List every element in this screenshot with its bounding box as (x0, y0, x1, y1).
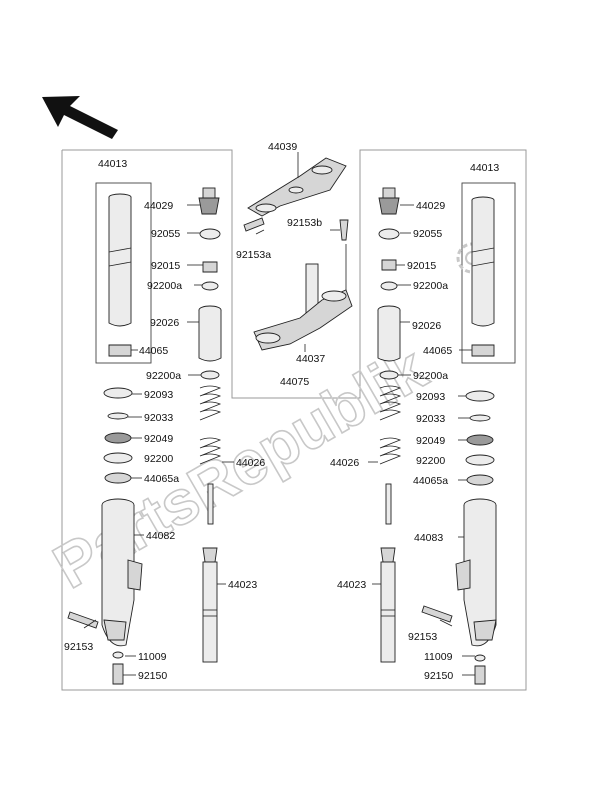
label-92033-right: 92033 (416, 413, 445, 425)
label-44065a-left: 44065a (144, 473, 179, 485)
right-spring (379, 385, 402, 465)
label-44065-right: 44065 (423, 345, 452, 357)
left-spacer (198, 305, 222, 362)
label-44013-left: 44013 (98, 158, 127, 170)
label-92200a-top-left: 92200a (147, 280, 182, 292)
label-92015-left: 92015 (151, 260, 180, 272)
label-92033-left: 92033 (144, 412, 173, 424)
label-44013-right: 44013 (470, 162, 499, 174)
right-washer-mid (379, 370, 399, 380)
lower-triple-clamp (253, 263, 353, 351)
right-gasket (474, 654, 486, 662)
label-92026-right: 92026 (412, 320, 441, 332)
label-92055-left: 92055 (151, 228, 180, 240)
label-44083: 44083 (414, 532, 443, 544)
upper-triple-clamp (247, 157, 347, 217)
label-44023-left: 44023 (228, 579, 257, 591)
leader-lines (83, 152, 475, 676)
label-44026-right: 44026 (330, 457, 359, 469)
label-92200-right: 92200 (416, 455, 445, 467)
label-11009-left: 11009 (138, 651, 167, 663)
label-92055-right: 92055 (413, 228, 442, 240)
label-44029-right: 44029 (416, 200, 445, 212)
left-washer-top (201, 281, 219, 291)
left-bolt-92150 (112, 663, 124, 685)
left-inner-tube-box (95, 182, 152, 364)
right-bush-44065a (466, 474, 494, 486)
label-92200a-mid-right: 92200a (413, 370, 448, 382)
right-dust-seal (465, 390, 495, 402)
left-oil-seal (104, 432, 132, 444)
label-92153b: 92153b (287, 217, 322, 229)
right-cap-bolt (378, 187, 400, 215)
right-spacer (377, 305, 401, 362)
left-outer-tube (101, 498, 143, 647)
right-nut (381, 259, 397, 271)
label-92026-left: 92026 (150, 317, 179, 329)
label-92153a: 92153a (236, 249, 271, 261)
right-washer-top (380, 281, 398, 291)
right-washer-92200 (465, 454, 495, 466)
label-44026-left: 44026 (236, 457, 265, 469)
label-92093-right: 92093 (416, 391, 445, 403)
right-damper-rod (380, 483, 396, 663)
label-44023-right: 44023 (337, 579, 366, 591)
right-inner-tube-box (461, 182, 516, 364)
label-92153-left: 92153 (64, 641, 93, 653)
left-cap-bolt (198, 187, 220, 215)
right-o-ring (378, 228, 400, 240)
label-92049-left: 92049 (144, 433, 173, 445)
right-bolt-92150 (474, 665, 486, 685)
right-bolt-92153 (421, 605, 453, 623)
left-inner-tube (108, 193, 132, 327)
label-92153-right: 92153 (408, 631, 437, 643)
label-44039: 44039 (268, 141, 297, 153)
left-bush (108, 344, 132, 357)
left-bolt-92153 (67, 611, 99, 629)
left-o-ring (199, 228, 221, 240)
label-92200-left: 92200 (144, 453, 173, 465)
left-damper-rod (202, 483, 218, 663)
label-44065a-right: 44065a (413, 475, 448, 487)
right-oil-seal (466, 434, 494, 446)
right-inner-tube (471, 196, 495, 327)
left-nut (202, 261, 218, 273)
label-44037: 44037 (296, 353, 325, 365)
assembly-frame (61, 149, 527, 691)
label-44082: 44082 (146, 530, 175, 542)
left-bush-44065a (104, 472, 132, 484)
center-bolt-92153a (243, 217, 265, 232)
label-92150-right: 92150 (424, 670, 453, 682)
left-gasket (112, 651, 124, 659)
label-11009-right: 11009 (424, 651, 453, 663)
label-92200a-mid-left: 92200a (146, 370, 181, 382)
label-44065-left: 44065 (139, 345, 168, 357)
left-dust-seal (103, 387, 133, 399)
left-spring (199, 385, 222, 465)
right-outer-tube (455, 498, 497, 647)
center-bolt-92153b (339, 219, 349, 241)
right-bush (471, 344, 495, 357)
right-retainer (469, 414, 491, 422)
direction-arrow-icon (42, 96, 118, 139)
label-92015-right: 92015 (407, 260, 436, 272)
label-92200a-top-right: 92200a (413, 280, 448, 292)
label-92150-left: 92150 (138, 670, 167, 682)
label-92049-right: 92049 (416, 435, 445, 447)
label-44029-left: 44029 (144, 200, 173, 212)
left-washer-mid (200, 370, 220, 380)
label-44075: 44075 (280, 376, 309, 388)
left-retainer (107, 412, 129, 420)
left-washer-92200 (103, 452, 133, 464)
label-92093-left: 92093 (144, 389, 173, 401)
